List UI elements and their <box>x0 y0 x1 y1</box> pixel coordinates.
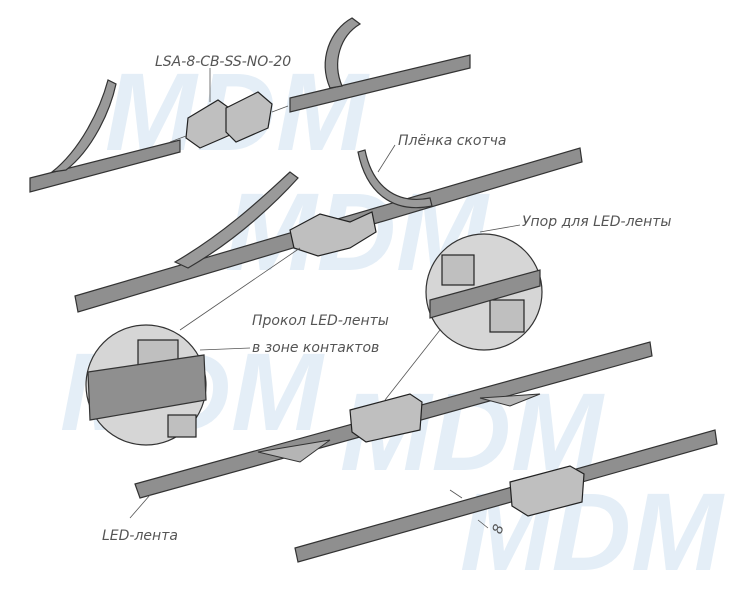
tape-film-label: Плёнка скотча <box>398 133 506 149</box>
leader-puncture <box>199 347 251 351</box>
stop-label: Упор для LED-ленты <box>522 214 672 230</box>
watermark-logo: MDM MDM MDM MDM MDM <box>60 51 725 589</box>
led-strip-label: LED-лента <box>102 528 178 544</box>
leader-tape-film <box>377 144 396 173</box>
puncture-label-line2: в зоне контактов <box>252 340 379 356</box>
leader-detail-puncture <box>179 247 301 331</box>
puncture-label-line1: Прокол LED-ленты <box>252 313 389 329</box>
detail-circle-puncture <box>85 324 207 446</box>
led-strip-lower-2 <box>294 429 718 563</box>
leader-led-strip <box>129 494 151 519</box>
led-strip-middle <box>74 147 583 313</box>
led-strip-top-left <box>29 79 181 193</box>
product-code-label: LSA-8-CB-SS-NO-20 <box>155 54 291 70</box>
led-strip-top-right <box>289 17 471 113</box>
connector-exploded <box>169 91 289 149</box>
leader-stop <box>479 224 521 233</box>
detail-circle-stop <box>425 233 543 351</box>
led-strip-lower-1 <box>134 341 653 499</box>
leader-detail-stop <box>384 329 441 401</box>
